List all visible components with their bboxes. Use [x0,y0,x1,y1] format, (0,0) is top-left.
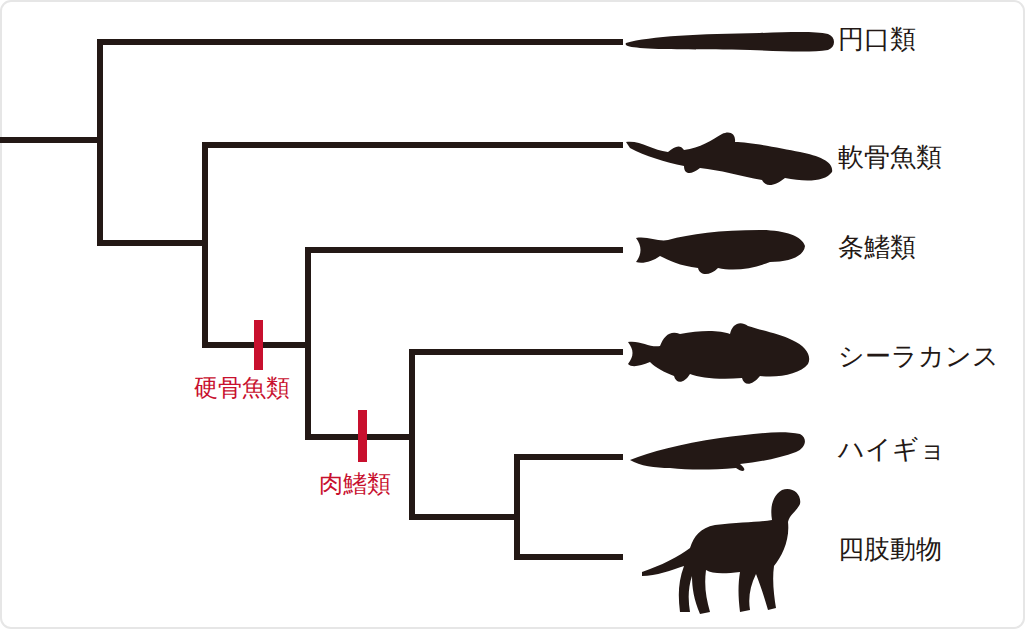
taxon-label: 条鰭類 [838,233,916,263]
clade-mark [254,320,263,370]
taxon-label: 軟骨魚類 [838,143,942,173]
shark [626,132,832,185]
clade-label: 肉鰭類 [319,471,391,499]
taxon-label: シーラカンス [838,342,999,372]
tetrapod-dog [642,489,800,614]
taxon-label: 四肢動物 [838,535,942,565]
tree-branches [0,42,620,557]
lamprey [626,32,834,52]
ray-finned-fish [636,230,805,274]
clade-label: 硬骨魚類 [194,375,290,403]
coelacanth [628,323,809,384]
taxon-label: 円口類 [838,25,916,55]
taxon-label: ハイギョ [838,435,946,465]
lungfish [630,432,805,471]
clade-mark [358,410,367,462]
silhouettes [626,32,834,614]
